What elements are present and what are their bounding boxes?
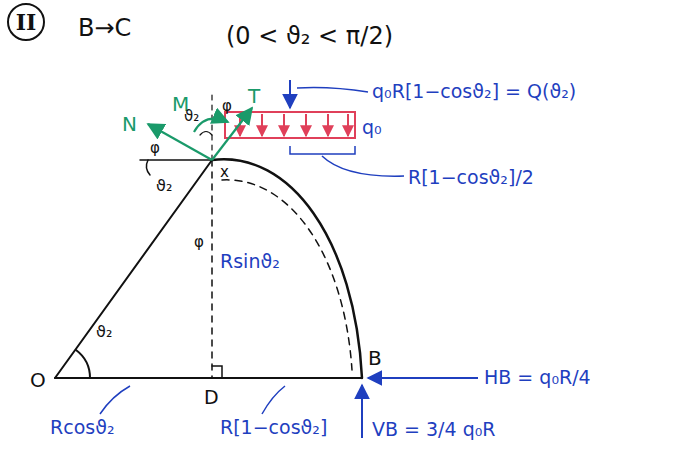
annotation-text: φ	[222, 97, 232, 115]
annotation-text: (0 < ϑ₂ < π/2)	[226, 22, 393, 50]
annotation-text: D	[204, 386, 219, 408]
annotation-text: T	[248, 84, 260, 108]
angle-mark	[146, 160, 150, 175]
section-number-circle: II	[6, 2, 46, 42]
annotation-text: B	[368, 346, 382, 370]
radius-line	[55, 160, 212, 378]
annotation-text: φ	[194, 233, 204, 251]
label-position: D	[204, 386, 219, 408]
label-position: x	[220, 162, 229, 181]
leader-line	[262, 386, 285, 414]
annotation-text: q₀	[362, 116, 382, 138]
bracket	[290, 146, 355, 154]
label-position: ϑ₂	[184, 106, 199, 125]
reaction-arrow	[368, 377, 478, 379]
structure	[55, 95, 362, 378]
dashed-arc	[222, 180, 352, 370]
annotation-text: VB = 3/4 q₀R	[372, 418, 496, 440]
annotation-text: ϑ₂	[156, 176, 172, 195]
annotation-text: B→C	[78, 14, 131, 42]
label-position: q₀	[362, 116, 382, 138]
label-position: φ	[194, 232, 204, 251]
label-position: HB = q₀R/4	[484, 366, 591, 388]
height-line	[211, 160, 213, 378]
label-position: Rcosϑ₂	[50, 416, 115, 438]
label-position: T	[248, 84, 260, 108]
reaction-arrow	[361, 385, 363, 438]
annotation-text: Rsinϑ₂	[220, 250, 280, 272]
annotation-text: ϑ₂	[184, 107, 199, 125]
normal-arrow	[148, 124, 212, 160]
resultant-arrow	[289, 80, 291, 108]
moment-arrow	[194, 119, 228, 132]
base-line	[55, 377, 362, 379]
label-position: R[1−cosϑ₂]/2	[408, 166, 534, 188]
annotation-text: N	[122, 112, 137, 136]
leader-line	[297, 88, 368, 93]
annotation-text: Rcosϑ₂	[50, 416, 115, 438]
label-position: ϑ₂	[96, 322, 112, 341]
label-position: VB = 3/4 q₀R	[372, 418, 496, 440]
label-position: φ	[150, 138, 160, 157]
label-position: B	[368, 346, 382, 370]
leader-line	[100, 386, 130, 414]
arch	[212, 159, 362, 378]
angle-mark	[200, 132, 212, 136]
label-position: B→C	[78, 14, 131, 42]
section-number: II	[6, 2, 46, 42]
label-position: O	[30, 368, 46, 392]
label-position: R[1−cosϑ₂]	[220, 416, 327, 438]
internal-forces	[148, 108, 252, 160]
label-position: φ	[222, 96, 232, 115]
label-position: ϑ₂	[156, 176, 172, 195]
leader-line	[322, 156, 404, 176]
vertical-ref	[211, 95, 212, 160]
annotation-text: q₀R[1−cosϑ₂] = Q(ϑ₂)	[372, 80, 576, 102]
right-angle	[212, 366, 222, 378]
angle-arc	[76, 350, 90, 378]
annotation-text: O	[30, 368, 46, 392]
label-position: Rsinϑ₂	[220, 250, 280, 272]
annotation-text: φ	[150, 139, 160, 157]
horizontal-ref	[140, 159, 212, 161]
annotation-text: HB = q₀R/4	[484, 366, 591, 388]
annotation-text: x	[220, 163, 229, 181]
shear-arrow	[212, 108, 252, 160]
annotation-text: R[1−cosϑ₂]	[220, 416, 327, 438]
label-position: N	[122, 112, 137, 136]
label-position: (0 < ϑ₂ < π/2)	[226, 22, 393, 50]
label-position: q₀R[1−cosϑ₂] = Q(ϑ₂)	[372, 80, 576, 102]
distributed-load	[225, 112, 355, 138]
annotation-text: ϑ₂	[96, 322, 112, 341]
annotations	[100, 80, 478, 438]
annotation-text: R[1−cosϑ₂]/2	[408, 166, 534, 188]
